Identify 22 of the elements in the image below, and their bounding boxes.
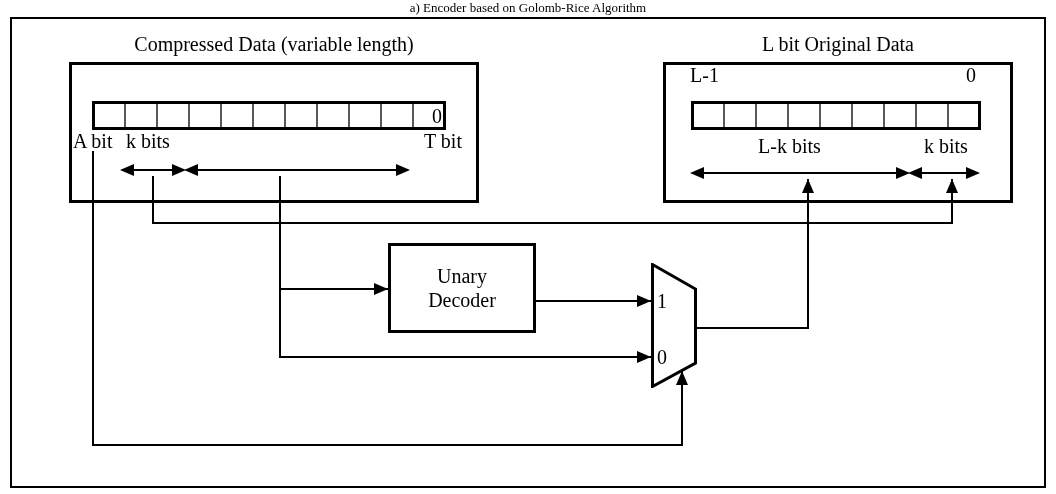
panel-heading: L bit Original Data [761,32,915,56]
arrow [92,150,688,446]
port-label: 1 [657,291,667,311]
arrow [696,178,814,329]
bit-label: k bits [126,131,170,151]
bit-label: k bits [924,136,968,156]
arrow [152,175,958,224]
bit-label: T bit [424,131,462,151]
bit-label: L-k bits [758,136,821,156]
field-label: A bit [73,131,123,151]
span-arrow [120,164,186,176]
span-arrow [908,167,980,179]
bit-label: 0 [966,65,976,85]
arrow [535,295,652,307]
span-arrow [690,167,910,179]
port-label: 0 [657,347,667,367]
panel-heading: Compressed Data (variable length) [133,32,415,56]
bit-label: 0 [432,106,442,126]
diagram-title: a) Encoder based on Golomb-Rice Algorithm [408,0,648,15]
span-arrow [184,164,410,176]
decoder-block: Unary Decoder [388,243,536,333]
bit-label: L-1 [690,65,719,85]
